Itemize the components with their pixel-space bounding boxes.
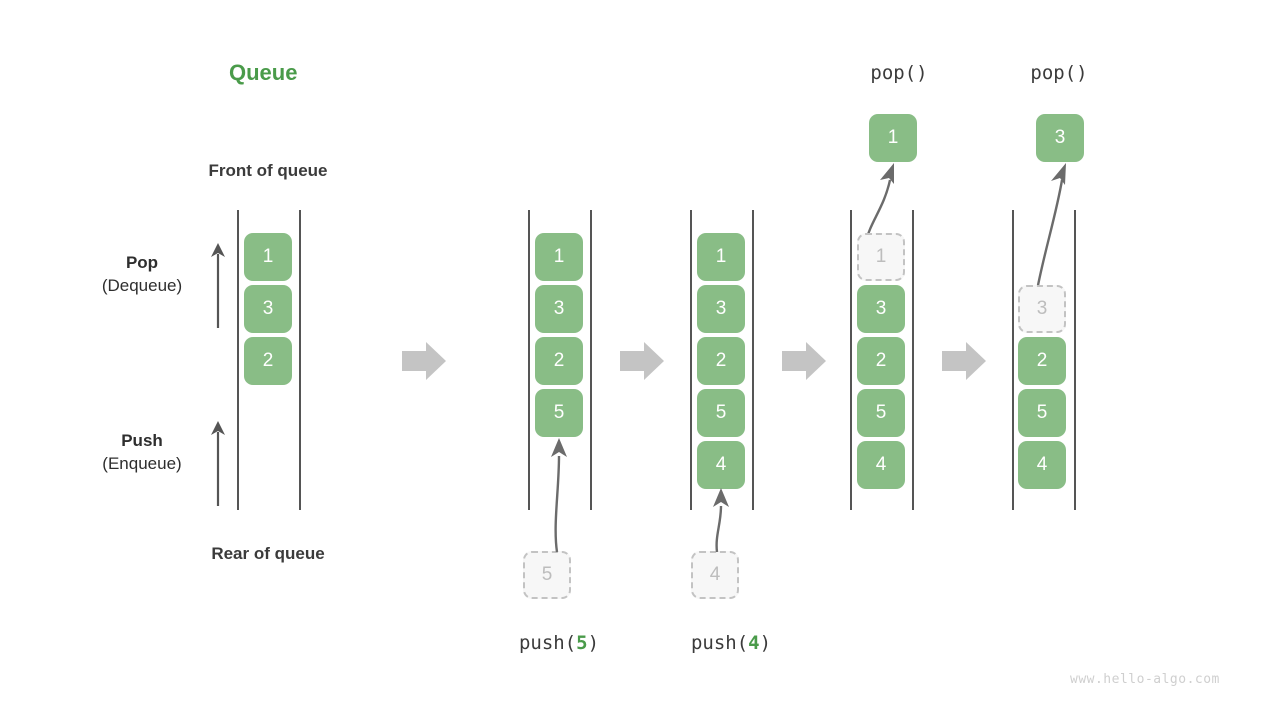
rail-left-col4 bbox=[850, 210, 852, 510]
incoming-ghost-cell: 4 bbox=[691, 551, 739, 599]
queue-cell: 2 bbox=[697, 337, 745, 385]
queue-cell-new: 4 bbox=[697, 441, 745, 489]
queue-cell: 3 bbox=[244, 285, 292, 333]
transition-arrow-icon bbox=[402, 340, 446, 382]
enqueue-label-text: (Enqueue) bbox=[102, 454, 182, 473]
pop-motion-arrow-icon bbox=[864, 163, 894, 243]
push-side-label: Push (Enqueue) bbox=[57, 430, 227, 476]
rail-right-col3 bbox=[752, 210, 754, 510]
popped-ghost-cell: 1 bbox=[857, 233, 905, 281]
transition-arrow-icon bbox=[620, 340, 664, 382]
push-4-operation-label: push(4) bbox=[690, 632, 772, 654]
popped-cell: 1 bbox=[869, 114, 917, 162]
transition-arrow-icon bbox=[942, 340, 986, 382]
rail-right-col4 bbox=[912, 210, 914, 510]
rail-left-col5 bbox=[1012, 210, 1014, 510]
rail-left-col3 bbox=[690, 210, 692, 510]
pop-operation-label: pop() bbox=[870, 62, 928, 84]
site-watermark: www.hello-algo.com bbox=[1070, 672, 1220, 687]
queue-cell: 5 bbox=[1018, 389, 1066, 437]
queue-cell: 4 bbox=[857, 441, 905, 489]
rail-left-col1 bbox=[237, 210, 239, 510]
queue-cell: 1 bbox=[697, 233, 745, 281]
queue-cell: 2 bbox=[1018, 337, 1066, 385]
queue-cell: 2 bbox=[857, 337, 905, 385]
push-direction-arrow-icon bbox=[211, 421, 225, 506]
queue-cell: 5 bbox=[697, 389, 745, 437]
rail-right-col1 bbox=[299, 210, 301, 510]
queue-cell: 2 bbox=[535, 337, 583, 385]
push-motion-arrow-icon bbox=[713, 488, 729, 553]
front-of-queue-label: Front of queue bbox=[208, 161, 328, 180]
pop-label-text: Pop bbox=[125, 253, 159, 272]
queue-cell: 5 bbox=[857, 389, 905, 437]
queue-cell: 1 bbox=[244, 233, 292, 281]
rear-of-queue-label: Rear of queue bbox=[211, 544, 325, 563]
incoming-ghost-cell: 5 bbox=[523, 551, 571, 599]
popped-ghost-cell: 3 bbox=[1018, 285, 1066, 333]
popped-cell: 3 bbox=[1036, 114, 1084, 162]
pop-direction-arrow-icon bbox=[211, 243, 225, 328]
rail-left-col2 bbox=[528, 210, 530, 510]
queue-cell: 3 bbox=[857, 285, 905, 333]
rail-right-col5 bbox=[1074, 210, 1076, 510]
transition-arrow-icon bbox=[782, 340, 826, 382]
pop-motion-arrow-icon bbox=[1034, 163, 1066, 297]
diagram-title: Queue bbox=[229, 60, 298, 85]
push-motion-arrow-icon bbox=[551, 438, 567, 553]
queue-cell: 3 bbox=[697, 285, 745, 333]
push-label-text: Push bbox=[121, 431, 163, 450]
pop-side-label: Pop (Dequeue) bbox=[57, 252, 227, 298]
rail-right-col2 bbox=[590, 210, 592, 510]
dequeue-label-text: (Dequeue) bbox=[101, 276, 183, 295]
queue-cell: 1 bbox=[535, 233, 583, 281]
queue-cell-new: 5 bbox=[535, 389, 583, 437]
queue-cell: 4 bbox=[1018, 441, 1066, 489]
push-5-operation-label: push(5) bbox=[518, 632, 600, 654]
queue-cell: 3 bbox=[535, 285, 583, 333]
queue-cell: 2 bbox=[244, 337, 292, 385]
pop-operation-label: pop() bbox=[1030, 62, 1088, 84]
